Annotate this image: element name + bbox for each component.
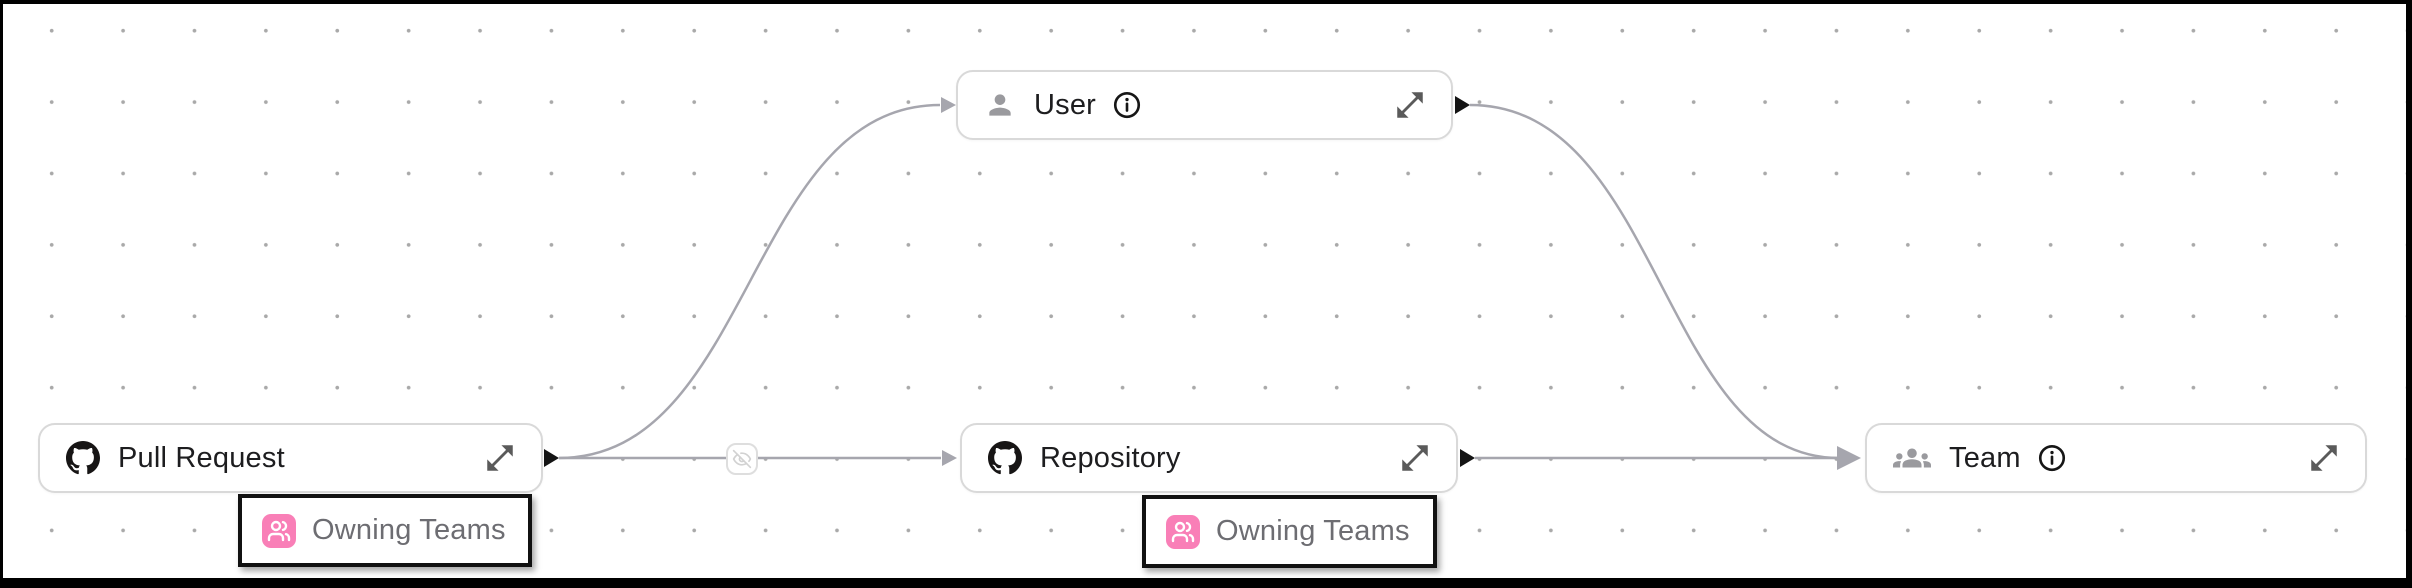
node-label: Repository: [1040, 441, 1181, 474]
edge-pullrequest-user[interactable]: [558, 103, 941, 460]
person-icon: [984, 89, 1016, 121]
node-repository[interactable]: Repository: [960, 423, 1458, 493]
expand-icon[interactable]: [1393, 88, 1427, 122]
groups-icon: [1893, 439, 1931, 477]
node-team[interactable]: Team: [1865, 423, 2367, 493]
expand-icon[interactable]: [483, 441, 517, 475]
annotation-owning-teams-repository[interactable]: Owning Teams: [1142, 495, 1437, 568]
arrowhead-into-team: [1837, 446, 1861, 470]
expand-icon[interactable]: [1398, 441, 1432, 475]
users-icon: [262, 513, 296, 548]
node-label: Pull Request: [118, 441, 285, 474]
annotation-owning-teams-pull-request[interactable]: Owning Teams: [238, 494, 532, 567]
node-label: Team: [1949, 441, 2021, 474]
edge-visibility-badge[interactable]: [726, 443, 758, 475]
info-icon[interactable]: [1112, 90, 1142, 120]
info-icon[interactable]: [2037, 443, 2067, 473]
source-port-pull-request[interactable]: [544, 449, 559, 467]
edge-user-team[interactable]: [1469, 103, 1840, 460]
github-icon: [66, 441, 100, 475]
source-port-user[interactable]: [1455, 96, 1470, 114]
users-icon: [1166, 514, 1200, 549]
github-icon: [988, 441, 1022, 475]
arrowhead-into-repository: [942, 450, 957, 466]
node-label: User: [1034, 88, 1097, 121]
annotation-label: Owning Teams: [312, 514, 506, 546]
expand-icon[interactable]: [2307, 441, 2341, 475]
annotation-label: Owning Teams: [1216, 515, 1410, 547]
arrowhead-into-user: [941, 97, 956, 113]
eye-off-icon: [732, 449, 752, 469]
source-port-repository[interactable]: [1460, 449, 1475, 467]
node-pull-request[interactable]: Pull Request: [38, 423, 543, 493]
node-user[interactable]: User: [956, 70, 1453, 140]
